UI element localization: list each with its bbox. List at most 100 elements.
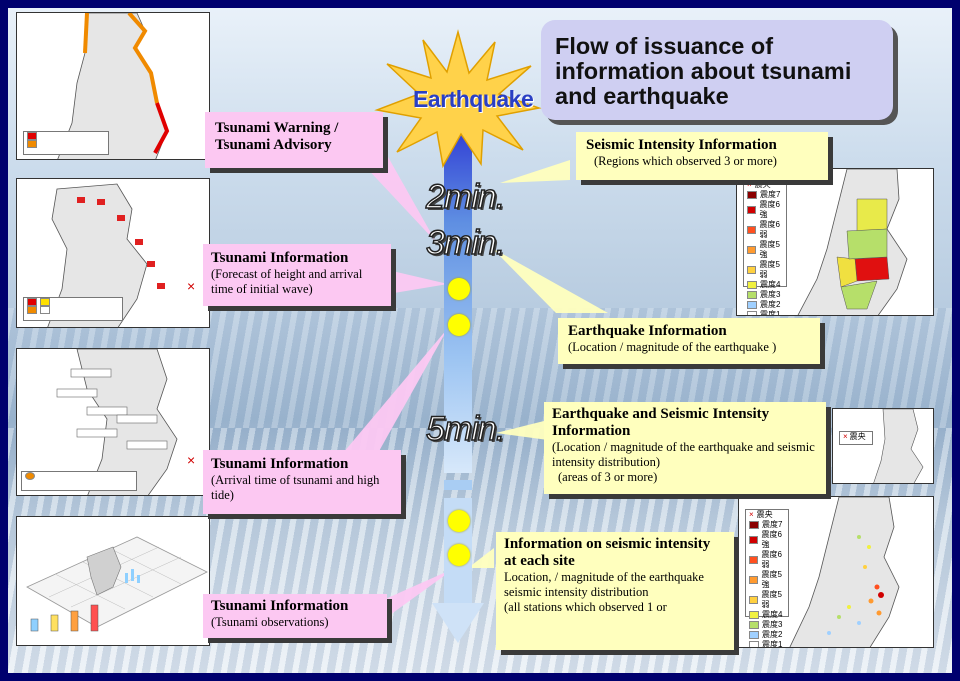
legend-swatch	[747, 311, 757, 315]
advisory-coastline-west	[83, 13, 89, 54]
time-mark-5min: 5min.	[425, 409, 506, 449]
region-intensity-3	[846, 228, 888, 260]
timeline-dot	[448, 544, 470, 566]
warning-coastline	[153, 102, 170, 154]
region-intensity-4	[856, 198, 888, 232]
connector-tsunami-info-1	[388, 270, 448, 294]
legend-label: 震度3	[760, 290, 781, 299]
box-tsunami-warning: Tsunami Warning / Tsunami Advisory	[205, 112, 383, 168]
legend-swatch	[749, 596, 759, 604]
legend-item: 震度6強	[744, 200, 786, 220]
forecast-markers	[77, 197, 165, 289]
connectors-layer	[343, 148, 608, 620]
map-tsunami-arrival: ×	[16, 348, 210, 496]
epicenter-icon: ×	[747, 180, 752, 189]
legend-item-epicenter: ×震央	[840, 432, 872, 442]
legend-item	[24, 140, 108, 148]
timeline-dot	[448, 278, 470, 300]
observation-bars	[125, 569, 140, 583]
legend-label: 震度5強	[761, 570, 782, 589]
legend-item-epicenter: ×震央	[746, 510, 788, 520]
japan-map-coast	[57, 13, 170, 159]
earthquake-label: Earthquake	[413, 86, 534, 112]
legend-swatch	[747, 246, 757, 254]
map-tsunami-warning	[16, 12, 210, 160]
legend-item: 震度3	[744, 290, 786, 300]
map-epicenter: ×震央	[832, 408, 934, 484]
box-earthquake-info: Earthquake Information (Location / magni…	[558, 318, 820, 364]
legend-item: 震度5弱	[744, 260, 786, 280]
legend-swatch	[749, 641, 759, 647]
legend-label: 震度1	[762, 640, 783, 648]
japan-map-arrival: ×	[56, 349, 195, 495]
land-shape	[873, 409, 924, 483]
map-each-site: ×震央 震度7 震度6強 震度6弱 震度5強 震度5弱 震度4 震度3 震度2 …	[738, 496, 934, 648]
box-tsunami-info-arrival: Tsunami Information (Arrival time of tsu…	[203, 450, 401, 514]
box-description-note: (areas of 3 or more)	[558, 470, 658, 484]
observation-3d-map	[26, 536, 208, 628]
legend-label: 震央	[754, 180, 771, 189]
advisory-coastline	[127, 13, 159, 104]
box-eq-seismic-intensity: Earthquake and Seismic Intensity Informa…	[544, 402, 826, 494]
legend-swatch	[749, 521, 759, 529]
epicenter-map	[873, 409, 924, 483]
legend-item: 震度6弱	[746, 550, 788, 570]
timeline-dot	[448, 510, 470, 532]
connector-eq-seismic	[496, 420, 548, 440]
land-shape	[86, 546, 122, 596]
legend-swatch	[749, 631, 759, 639]
diagram-canvas: Earthquake 2min. 3min. 5min. Flow of iss…	[8, 8, 952, 673]
legend-swatch	[27, 298, 37, 306]
legend-swatch	[40, 298, 50, 306]
epicenter-mark: ×	[187, 278, 195, 294]
map-legend	[23, 297, 123, 321]
map-tsunami-observations	[16, 516, 210, 646]
legend-item: 震度5強	[746, 570, 788, 590]
box-each-site: Information on seismic intensity at each…	[496, 532, 734, 650]
legend-label: 震度2	[760, 300, 781, 309]
legend-item: 震度6弱	[744, 220, 786, 240]
map-legend	[21, 601, 121, 639]
intensity-legend: ×震央 震度7 震度6強 震度6弱 震度5強 震度5弱 震度4 震度3 震度2 …	[743, 179, 787, 315]
legend-item: 震度2	[746, 630, 788, 640]
legend-label: 震度6強	[761, 530, 782, 549]
legend-label: 震度6強	[759, 200, 780, 219]
timeline-shaft-dash-1	[444, 480, 472, 490]
legend-swatch	[747, 206, 757, 214]
legend-item	[24, 132, 108, 140]
box-title: Tsunami Warning / Tsunami Advisory	[215, 120, 339, 153]
legend-swatch	[747, 281, 757, 289]
box-tsunami-info-observations: Tsunami Information (Tsunami observation…	[203, 594, 387, 638]
legend-label: 震度2	[762, 630, 783, 639]
legend-item: 震度7	[744, 190, 786, 200]
legend-swatch	[749, 611, 759, 619]
legend-label: 震度6弱	[761, 550, 782, 569]
japan-map-forecast: ×	[47, 183, 195, 327]
connector-tsunami-info-2	[343, 328, 448, 453]
epicenter-mark: ×	[187, 452, 195, 468]
connector-seismic-intensity	[500, 160, 570, 183]
epicenter-icon: ×	[749, 510, 754, 519]
legend-item: 震度1	[746, 640, 788, 648]
box-description-note: (all stations which observed 1 or	[504, 600, 667, 614]
legend-label: 震度5弱	[759, 260, 780, 279]
legend-item	[24, 298, 122, 306]
box-tsunami-info-forecast: Tsunami Information (Forecast of height …	[203, 244, 391, 306]
timeline-arrowhead	[432, 603, 484, 643]
region-intensity-3b	[840, 280, 878, 310]
box-description: (Tsunami observations)	[211, 615, 329, 629]
legend-item-epicenter: ×震央	[744, 180, 786, 190]
earthquake-burst	[374, 29, 542, 168]
legend-item: 震度4	[746, 610, 788, 620]
station-map	[789, 497, 900, 647]
legend-swatch	[749, 576, 759, 584]
legend-label: 震度1	[760, 310, 781, 316]
time-mark-2min: 2min.	[425, 177, 506, 217]
legend-item	[22, 472, 136, 480]
map-legend	[21, 471, 137, 491]
station-dots	[827, 535, 884, 635]
legend-label: 震度4	[762, 610, 783, 619]
legend-label: 震央	[756, 510, 773, 519]
box-title: Tsunami Information	[211, 250, 349, 266]
intensity-region-map	[797, 169, 908, 315]
